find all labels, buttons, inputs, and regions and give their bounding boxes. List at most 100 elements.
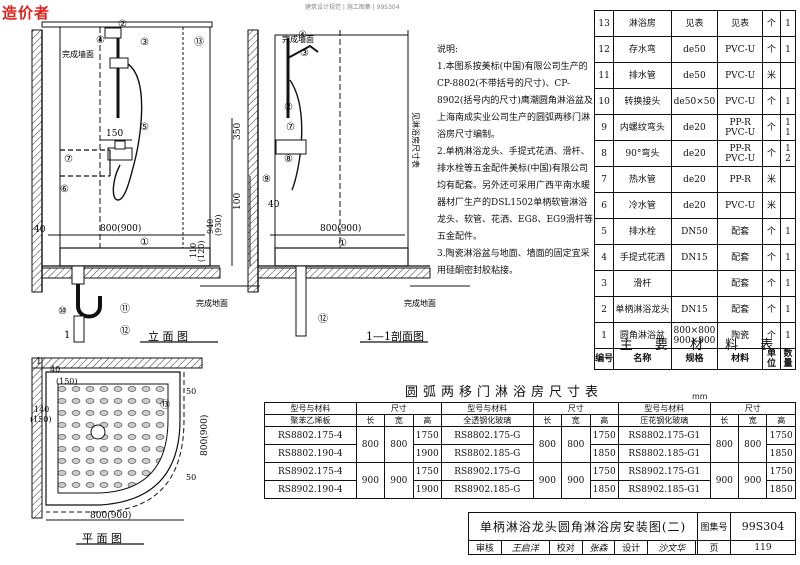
- size-col-material: 压花钢化玻璃: [617, 414, 711, 427]
- materials-cell: 1 2: [780, 140, 796, 167]
- size-width: 900: [561, 462, 591, 499]
- size-height: 1750: [589, 426, 619, 445]
- materials-cell: de50: [670, 36, 719, 63]
- materials-cell: 配套: [717, 296, 763, 323]
- materials-header-cell: 单位: [761, 348, 782, 370]
- section-mark-1: 1: [64, 330, 70, 341]
- materials-cell: 米: [761, 62, 782, 89]
- materials-cell: 个: [761, 218, 782, 245]
- check-label: 校对: [548, 540, 583, 555]
- sec-callout-1: ①: [338, 238, 347, 249]
- plan-callout-13: ⑬: [160, 399, 170, 411]
- note-item: 3.陶瓷淋浴盆与地面、墙面的固定宜采用硅酮密封胶粘接。: [437, 249, 590, 276]
- materials-cell: DN15: [670, 296, 719, 323]
- elev-dim-350: 350: [233, 123, 243, 140]
- size-width: 900: [384, 462, 414, 499]
- sec-callout-12: ⑫: [318, 313, 328, 325]
- size-height: 1750: [412, 426, 442, 445]
- section-finished-floor: 完成地面: [404, 298, 436, 308]
- materials-cell: 米: [761, 192, 782, 219]
- size-subheader: 宽: [561, 414, 591, 427]
- materials-cell: 存水弯: [613, 36, 672, 63]
- materials-cell: 个: [761, 36, 782, 63]
- size-table-title: 圆弧两移门淋浴房尺寸表: [405, 385, 604, 400]
- review-label: 审核: [468, 540, 502, 555]
- materials-cell: 手提式花洒: [613, 244, 672, 271]
- materials-cell: 见表: [670, 10, 719, 37]
- callout-2: ②: [118, 19, 127, 30]
- elev-wall-hatch: [31, 29, 43, 293]
- section-callouts: ④ ③ ② ⑦ ⑧ ⑨ ① ⑫: [262, 30, 347, 325]
- materials-cell: 转换接头: [613, 88, 672, 115]
- size-model: RS8902.185-G1: [617, 480, 711, 499]
- size-subheader: 长: [709, 414, 740, 427]
- size-height: 1750: [412, 462, 442, 481]
- notes-heading: 说明:: [437, 45, 459, 55]
- materials-cell: 13: [593, 10, 615, 37]
- sec-callout-9: ⑨: [262, 174, 271, 185]
- sec-callout-2: ②: [284, 102, 293, 113]
- plan-view: 40 (150) 140 (150) 50 50 800(900) 800(90…: [30, 357, 210, 545]
- note-item: 2.单柄淋浴龙头、手提式花洒、滑杆、排水栓等五金配件美标(中国)有限公司均有配套…: [437, 147, 593, 242]
- size-width: 900: [738, 462, 768, 499]
- size-height: 1750: [766, 426, 796, 445]
- materials-cell: de50: [670, 62, 719, 89]
- materials-cell: 1: [780, 10, 796, 37]
- atlas-number: 99S304: [730, 512, 796, 541]
- materials-cell: 1: [780, 88, 796, 115]
- size-model: RS8802.190-4: [264, 444, 357, 463]
- plan-view-label: 平 面 图: [82, 532, 122, 545]
- materials-cell: 个: [761, 296, 782, 323]
- size-table-unit: mm: [692, 392, 708, 401]
- materials-cell: 内螺纹弯头: [613, 114, 672, 141]
- elev-dim-110: 110: [189, 243, 198, 258]
- materials-cell: 1 1: [780, 114, 796, 141]
- size-height: 1850: [766, 480, 796, 499]
- materials-cell: 12: [593, 36, 615, 63]
- materials-cell: 8: [593, 140, 615, 167]
- size-col-size: 尺寸: [709, 402, 797, 415]
- elev-view-label: 立 面 图: [148, 329, 188, 343]
- size-col-material: 聚苯乙烯板: [264, 414, 357, 427]
- materials-cell: PVC-U: [717, 192, 763, 219]
- materials-cell: 冷水管: [613, 192, 672, 219]
- materials-cell: de20: [670, 140, 719, 167]
- materials-cell: 3: [593, 270, 615, 297]
- callout-10: ⑩: [58, 306, 67, 317]
- materials-cell: 圆角淋浴盆: [613, 322, 672, 349]
- size-subheader-row: 聚苯乙烯板长宽高全透钢化玻璃长宽高压花钢化玻璃长宽高: [264, 414, 796, 427]
- size-col-size: 尺寸: [532, 402, 619, 415]
- materials-cell: DN15: [670, 244, 719, 271]
- callout-6: ⑥: [60, 184, 69, 195]
- page-number: 119: [730, 540, 796, 555]
- sec-callout-8: ⑧: [284, 154, 293, 165]
- materials-cell: 个: [761, 88, 782, 115]
- sec-callout-3: ③: [300, 48, 309, 59]
- watermark: 造价者: [2, 4, 51, 22]
- sec-callout-7: ⑦: [286, 122, 295, 133]
- materials-cell: 4: [593, 244, 615, 271]
- materials-cell: PVC-U: [717, 88, 763, 115]
- materials-cell: 7: [593, 166, 615, 193]
- size-subheader: 高: [412, 414, 442, 427]
- materials-cell: PP-R PVC-U: [717, 114, 763, 141]
- materials-cell: 1: [780, 296, 796, 323]
- size-col-model: 型号与材料: [440, 402, 534, 415]
- materials-cell: 1: [780, 218, 796, 245]
- materials-cell: 个: [761, 270, 782, 297]
- materials-cell: 单柄淋浴龙头: [613, 296, 672, 323]
- size-width: 800: [384, 426, 414, 463]
- size-col-model: 型号与材料: [617, 402, 711, 415]
- materials-cell: 见表: [717, 10, 763, 37]
- size-col-material: 全透钢化玻璃: [440, 414, 534, 427]
- section-view: 完成墙面 完成地面 40 800(900) 见淋浴房尺寸表 1—1剖面图: [247, 29, 470, 343]
